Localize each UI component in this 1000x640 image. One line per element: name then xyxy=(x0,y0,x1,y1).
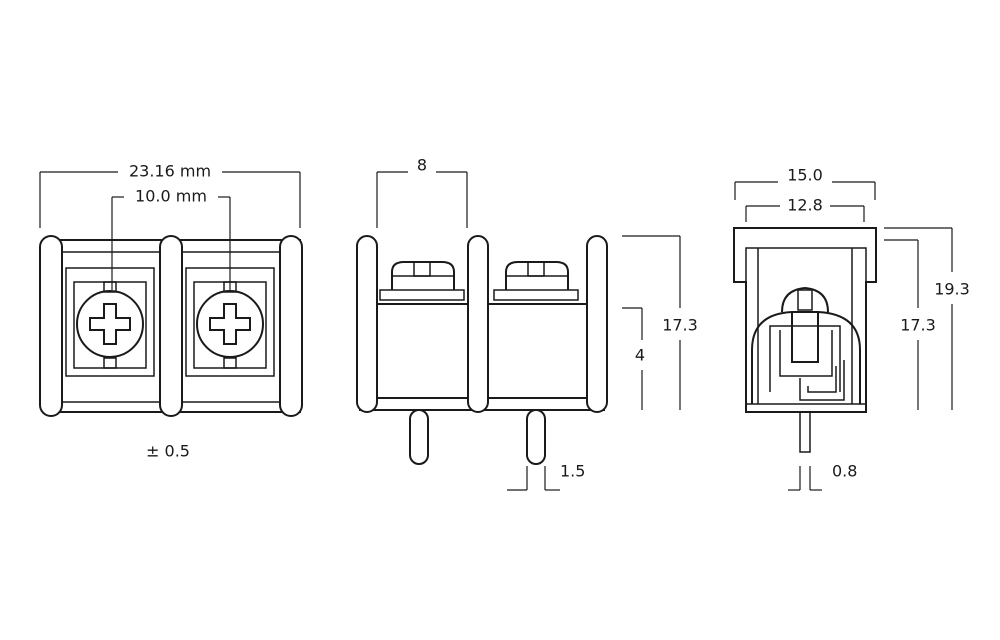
front-view: 23.16 mm 10.0 mm xyxy=(39,162,303,461)
overall-width-dimension: 23.16 mm xyxy=(39,162,301,228)
end-screw-head-icon xyxy=(781,286,829,313)
inner-width-dimension: 12.8 xyxy=(745,196,865,222)
side-post-middle xyxy=(467,235,489,413)
overall-width-label: 23.16 mm xyxy=(129,162,211,181)
side-view: 8 xyxy=(356,156,698,491)
screw-1-icon xyxy=(76,290,144,358)
pin-diameter-dimension: 1.5 xyxy=(507,462,585,491)
side-width-dimension: 8 xyxy=(376,156,468,228)
pin-diameter-label: 1.5 xyxy=(560,462,585,481)
barrier-post-left xyxy=(39,235,63,417)
terminal-1 xyxy=(65,267,155,377)
screw-2-icon xyxy=(196,290,264,358)
outer-width-label: 15.0 xyxy=(787,166,823,185)
tolerance-label: ± 0.5 xyxy=(146,442,190,461)
barrier-post-middle xyxy=(159,235,183,417)
side-body-label: 4 xyxy=(635,346,645,365)
barrier-post-right xyxy=(279,235,303,417)
pitch-dimension: 10.0 mm xyxy=(111,187,231,290)
end-pin xyxy=(799,411,811,453)
side-cell-2 xyxy=(487,261,588,399)
terminal-2 xyxy=(185,267,275,377)
end-view: 15.0 12.8 xyxy=(733,166,970,491)
side-cell-1 xyxy=(376,261,469,399)
pin-thickness-dimension: 0.8 xyxy=(788,462,857,491)
phillips-cross-icon xyxy=(209,303,251,345)
side-post-left xyxy=(356,235,378,413)
outer-width-dimension: 15.0 xyxy=(734,166,876,200)
pitch-label: 10.0 mm xyxy=(135,187,207,206)
end-total-height-label: 19.3 xyxy=(934,280,970,299)
end-height-label: 17.3 xyxy=(900,316,936,335)
pin-thickness-label: 0.8 xyxy=(832,462,857,481)
side-post-right xyxy=(586,235,608,413)
phillips-cross-icon xyxy=(89,303,131,345)
end-height-dimension: 17.3 xyxy=(884,239,936,410)
end-total-height-dimension: 19.3 xyxy=(884,227,970,410)
side-body-dimension: 4 xyxy=(622,307,645,410)
side-width-label: 8 xyxy=(417,156,427,175)
side-pin-2 xyxy=(526,409,546,465)
side-height-label: 17.3 xyxy=(662,316,698,335)
side-height-dimension: 17.3 xyxy=(622,235,698,410)
inner-width-label: 12.8 xyxy=(787,196,823,215)
side-pin-1 xyxy=(409,409,429,465)
end-housing-outline xyxy=(733,227,877,413)
